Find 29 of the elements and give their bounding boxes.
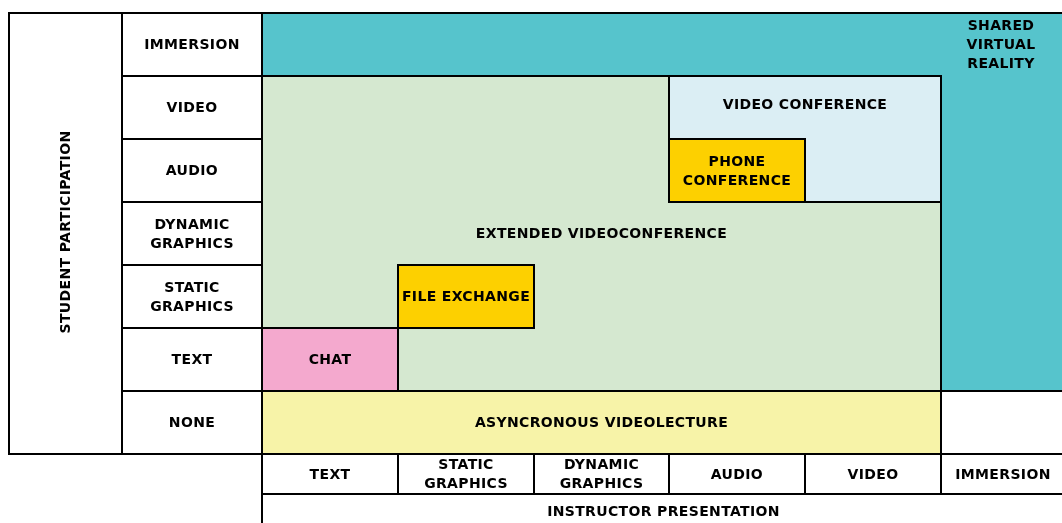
region-label: SHARED VIRTUAL REALITY [965,16,1037,73]
axis-title: STUDENT PARTICIPATION [55,130,74,334]
row-header: DYNAMIC GRAPHICS [149,214,235,253]
region-label: PHONE CONFERENCE [681,151,793,190]
row-header: VIDEO [166,98,218,117]
row-header: STATIC GRAPHICS [149,277,235,316]
region-label: FILE EXCHANGE [401,287,531,306]
column-header: TEXT [309,464,351,484]
column-header: AUDIO [710,464,764,484]
row-header: TEXT [171,350,213,369]
region-label: EXTENDED VIDEOCONFERENCE [475,224,728,243]
column-header: VIDEO [847,464,899,484]
axis-title: INSTRUCTOR PRESENTATION [547,501,780,521]
row-header: IMMERSION [144,35,240,54]
row-header: AUDIO [165,161,219,180]
region-box [261,75,942,392]
region-box [397,264,535,329]
region-box [261,327,399,392]
region-box [261,12,1062,392]
region-box [668,75,942,203]
region-box [668,138,806,203]
region-box [261,390,942,455]
region-label: ASYNCRONOUS VIDEOLECTURE [474,413,729,432]
row-header: NONE [168,413,216,432]
region-label: VIDEO CONFERENCE [722,95,888,114]
column-header: STATIC GRAPHICS [423,455,509,493]
column-header: DYNAMIC GRAPHICS [558,455,645,493]
region-label: CHAT [308,350,352,369]
column-header: IMMERSION [955,464,1051,484]
